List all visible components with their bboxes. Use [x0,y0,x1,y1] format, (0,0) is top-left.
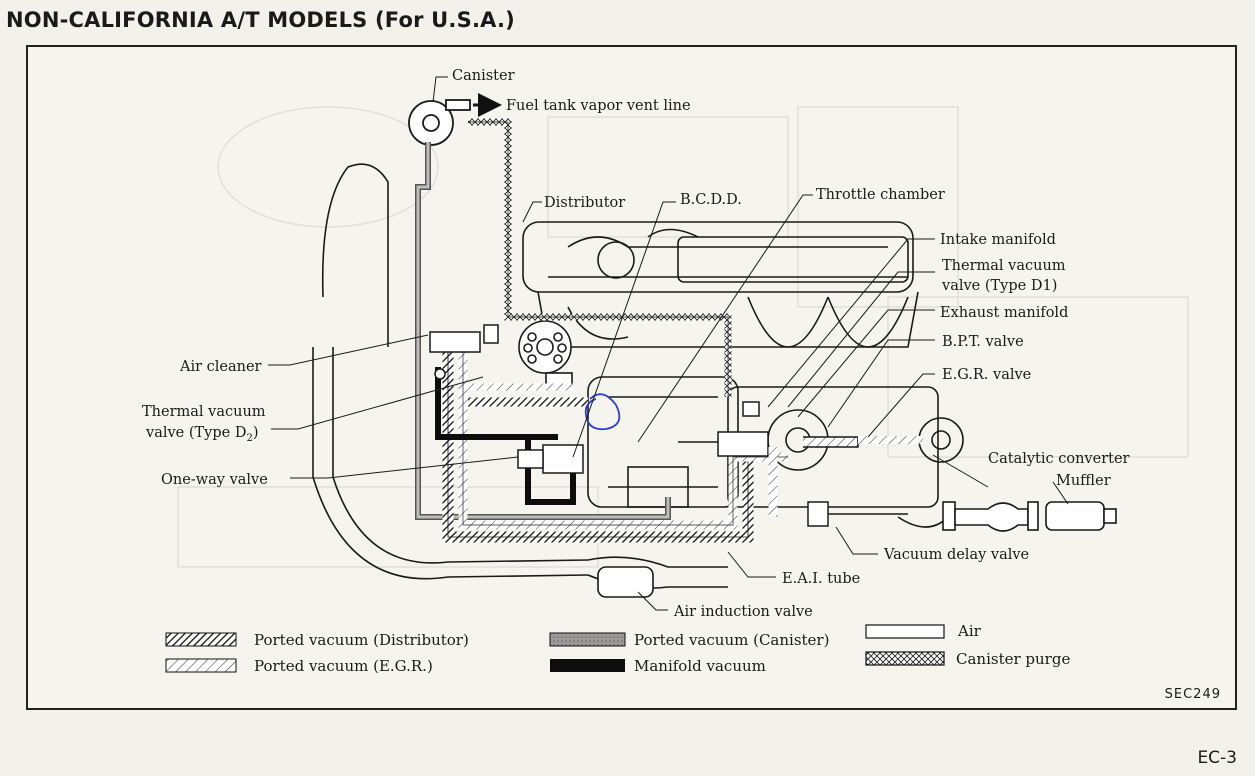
catalytic-converter-label: Catalytic converter [988,451,1130,467]
legend-label-ported-vacuum-egr: Ported vacuum (E.G.R.) [254,657,433,675]
canister-unit [408,93,502,146]
bleed-through-ghost [177,106,1189,568]
diagram-frame: Canister Fuel tank vapor vent line Distr… [26,45,1237,710]
air-cleaner-label: Air cleaner [179,359,262,375]
legend-label-ported-vacuum-canister: Ported vacuum (Canister) [634,631,829,649]
legend-swatch-ported-vacuum-distributor [165,632,237,647]
eai-tube-label: E.A.I. tube [782,571,860,587]
distributor-unit [518,320,573,388]
legend-swatch-manifold-vacuum [550,659,625,672]
manifold-vacuum-line [435,367,576,505]
figure-code: SEC249 [1164,687,1221,702]
bcdd-label: B.C.D.D. [680,192,742,208]
thermal-vacuum-valve-d2-close: ) [253,425,259,441]
muffler-label: Muffler [1056,473,1111,489]
distributor-label: Distributor [544,195,625,211]
thermal-vacuum-valve-d1-label-line2: valve (Type D1) [941,278,1057,294]
thermal-vacuum-valve-d2-subscript: 2 [246,433,252,444]
canister-label: Canister [452,68,515,84]
thermal-vacuum-valve-d1-label-line1: Thermal vacuum [942,258,1066,274]
legend-label-canister-purge: Canister purge [956,650,1070,668]
page-number: EC-3 [1197,748,1237,768]
legend-swatch-ported-vacuum-canister [549,632,626,647]
thermal-vacuum-valve-d2-label-line2: valve (Type D2) [145,425,259,444]
fuel-tank-vapor-vent-line-label: Fuel tank vapor vent line [506,98,691,114]
ported-vacuum-canister-line [415,142,671,520]
canister-purge-line [468,118,732,397]
one-way-valve-label: One-way valve [161,472,268,488]
air-induction-valve-label: Air induction valve [673,604,813,620]
egr-valve-label: E.G.R. valve [942,367,1031,383]
blue-circle-annotation [584,393,621,431]
intake-manifold-label: Intake manifold [940,232,1056,248]
page-title: NON-CALIFORNIA A/T MODELS (For U.S.A.) [6,8,515,32]
legend-swatch-air [865,624,945,639]
bpt-valve-label: B.P.T. valve [942,334,1024,350]
part-labels: Canister Fuel tank vapor vent line Distr… [142,68,1130,620]
legend-label-manifold-vacuum: Manifold vacuum [634,657,766,675]
valve-parts [429,324,923,527]
throttle-chamber-label: Throttle chamber [816,187,945,203]
exhaust-manifold-label: Exhaust manifold [940,305,1068,321]
legend-label-air: Air [957,622,982,640]
ported-vacuum-egr-line [458,347,788,530]
legend-swatch-ported-vacuum-egr [165,658,237,673]
air-cleaner-duct [312,163,728,598]
legend: Ported vacuum (Distributor) Ported vacuu… [165,622,1070,675]
ported-vacuum-distributor-line [442,347,754,543]
thermal-vacuum-valve-d2-label-text: valve (Type D [145,425,246,441]
thermal-vacuum-valve-d2-label-line1: Thermal vacuum [142,404,266,420]
legend-label-ported-vacuum-distributor: Ported vacuum (Distributor) [254,631,469,649]
vacuum-delay-valve-label: Vacuum delay valve [883,547,1029,563]
leader-lines [268,76,1069,611]
legend-swatch-canister-purge [865,651,945,666]
emission-control-diagram: Canister Fuel tank vapor vent line Distr… [142,68,1189,675]
exhaust-system [828,501,1117,532]
